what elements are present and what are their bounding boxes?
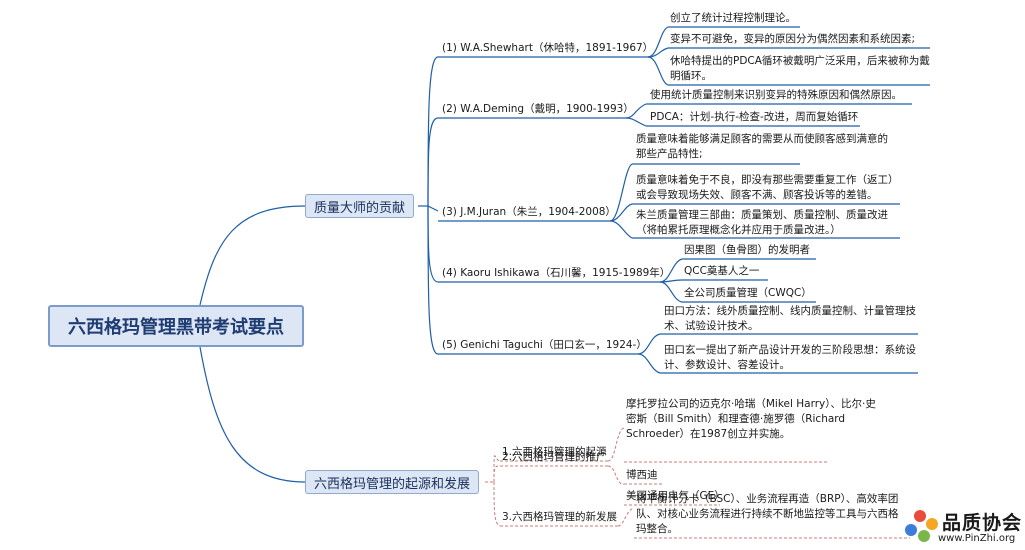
logo-name: 品质协会	[942, 512, 1023, 534]
topic-promotion[interactable]: 2.六西格玛管理的推广	[502, 451, 607, 463]
root-node[interactable]: 六西格玛管理黑带考试要点	[48, 305, 304, 347]
note-taguchi-2: 田口玄一提出了新产品设计开发的三阶段思想：系统设计、参数设计、容差设计。	[664, 344, 916, 371]
note-new-development: 将平衡计分卡（BSC）、业务流程再造（BRP）、高效率团队、对核心业务流程进行持…	[636, 493, 899, 535]
note-origin: 摩托罗拉公司的迈克尔·哈瑞（Mikel Harry）、比尔·史密斯（Bill S…	[626, 398, 876, 440]
note-shewhart-3: 休哈特提出的PDCA循环被戴明广泛采用，后来被称为戴明循环。	[670, 55, 930, 82]
master-ishikawa[interactable]: (4) Kaoru Ishikawa（石川馨，1915-1989年）	[442, 267, 671, 279]
pinzhi-logo: 品质协会 www.PinZhi.org	[902, 506, 1022, 546]
note-shewhart-1: 创立了统计过程控制理论。	[670, 12, 796, 24]
note-juran-3: 朱兰质量管理三部曲：质量策划、质量控制、质量改进（将帕累托原理概念化并应用于质量…	[636, 209, 888, 236]
logo-url: www.PinZhi.org	[938, 533, 1016, 544]
topic-origin[interactable]: 1.六西格玛管理的起源	[502, 446, 607, 458]
flower-logo-icon	[905, 510, 938, 542]
note-juran-1: 质量意味着能够满足顾客的需要从而使顾客感到满意的那些产品特性;	[636, 133, 888, 160]
master-shewhart[interactable]: (1) W.A.Shewhart（休哈特，1891-1967）	[442, 42, 654, 54]
branch-six-sigma-origin[interactable]: 六西格玛管理的起源和发展	[305, 470, 480, 494]
master-juran[interactable]: (3) J.M.Juran（朱兰，1904-2008）	[442, 206, 616, 218]
note-deming-2: PDCA：计划-执行-检查-改进，周而复始循环	[650, 111, 859, 123]
branch-quality-masters[interactable]: 质量大师的贡献	[305, 194, 415, 218]
note-ishikawa-2: QCC奠基人之一	[684, 265, 760, 277]
note-promotion-2: 美国通用电气（GE）	[626, 490, 725, 502]
note-taguchi-1: 田口方法：线外质量控制、线内质量控制、计量管理技术、试验设计技术。	[664, 305, 916, 332]
note-ishikawa-3: 全公司质量管理（CWQC）	[684, 287, 812, 299]
note-promotion-1: 博西迪	[626, 469, 658, 481]
note-deming-1: 使用统计质量控制来识别变异的特殊原因和偶然原因。	[650, 89, 902, 101]
master-deming[interactable]: (2) W.A.Deming（戴明，1900-1993）	[442, 103, 634, 115]
note-juran-2: 质量意味着免于不良，即没有那些需要重复工作（返工）或会导致现场失效、顾客不满、顾…	[636, 174, 894, 201]
topic-new-development[interactable]: 3.六西格玛管理的新发展	[502, 511, 618, 523]
master-taguchi[interactable]: (5) Genichi Taguchi（田口玄一，1924-）	[442, 339, 647, 351]
note-shewhart-2: 变异不可避免，变异的原因分为偶然因素和系统因素;	[670, 33, 916, 45]
note-ishikawa-1: 因果图（鱼骨图）的发明者	[684, 244, 810, 256]
